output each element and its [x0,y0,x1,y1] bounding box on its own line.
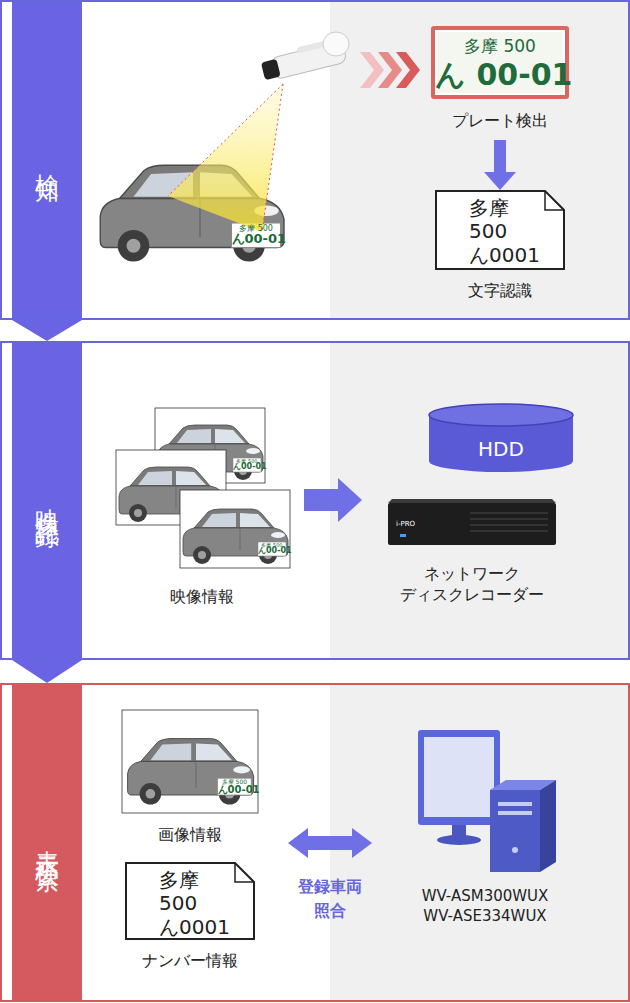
cylinder-top [429,404,573,426]
monitor [418,730,500,825]
plate-number: ん 00-01 [435,55,565,96]
document-fold [545,191,564,210]
view-edge [262,84,283,232]
step-band: 検知 [12,2,82,318]
step-label: 映像記録 [31,489,63,513]
drive-slot [498,802,532,806]
monitor-stand [452,825,466,837]
step-band: 映像記録 [12,343,82,658]
caption: ナンバー情報 [112,950,268,972]
recorder-box: ネットワーク ディスクレコーダー [362,478,582,606]
monitor-base [437,835,481,845]
car [100,165,284,261]
recorder-vent [470,512,548,514]
camera-hood [296,38,336,53]
step-section: 映像記録映像情報 HDD ネットワーク ディスクレコーダー [0,341,630,660]
caption: プレート検出 [420,110,580,132]
plate-region: 多摩 500 [435,35,565,58]
camera-view-cone [168,84,283,232]
view-edge [168,84,283,196]
pc-tower [490,790,540,872]
step-label: 検知 [31,154,63,166]
camera-lens [261,59,281,80]
hdd-label: HDD [428,437,574,461]
car [158,425,263,480]
network-disk-recorder [388,503,556,545]
video-frame [180,490,290,568]
car [183,509,288,564]
flow-arrow [484,140,516,190]
drive-slot [498,811,532,815]
connector-layer [12,140,516,858]
tower-side [540,780,556,872]
chevron [378,52,402,88]
document-text: 多摩 500 ん0001 [159,869,239,939]
video-stack: 映像情報 [100,400,304,608]
recorder-vent [470,524,548,526]
step-arrow [12,660,82,683]
document-shape: 多摩 500 ん0001 [125,862,255,940]
recorder-led [400,534,406,537]
monitor-screen [424,737,494,817]
chevron [360,52,384,88]
computer-box: WV-ASM300WUX WV-ASE334WUX [372,726,598,926]
image-frame [122,710,258,813]
step-section: 検知 多摩 500ん 00-01 プレート検出多摩 500 ん0001 文字認識 [0,0,630,320]
recorder-vent [470,518,548,520]
step-label: 表示検索 [31,831,63,855]
caption: 画像情報 [115,824,265,846]
car [119,467,224,522]
camera-mount [323,32,349,56]
gray-panel [330,343,628,658]
video-frame [155,408,265,483]
power-button [512,847,518,853]
document-box: 多摩 500 ん0001 ナンバー情報 [112,862,268,982]
tower-top [490,780,556,790]
flow-arrow [288,828,372,858]
step-band: 表示検索 [12,685,82,1000]
video-frame [116,450,226,525]
document-box: 多摩 500 ん0001 文字認識 [425,190,575,302]
camera [259,37,347,83]
document-fold [235,863,254,882]
hdd-cylinder: HDD [428,403,574,473]
document-shape: 多摩 500 ん0001 [435,190,565,270]
step-arrow [12,320,82,341]
gray-panel [330,685,628,1000]
caption: 映像情報 [112,586,292,608]
document-border [436,191,564,269]
document-border [126,863,254,939]
car [128,739,254,805]
flow-arrow [304,478,362,522]
caption: ネットワーク ディスクレコーダー [392,563,552,606]
recorder-top [388,499,556,503]
image-box: 画像情報 [92,708,288,846]
recorder-vent [470,530,548,532]
plate-detection: 多摩 500ん 00-01 プレート検出 [420,26,580,140]
license-plate: 多摩 500ん 00-01 [431,26,569,99]
document-text: 多摩 500 ん0001 [469,197,549,267]
chevron [396,52,420,88]
step-section: 表示検索 画像情報多摩 500 ん0001 ナンバー情報 WV-ASM300WUX W… [0,683,630,1002]
caption: 文字認識 [425,280,575,302]
camera-body [270,40,347,79]
caption: WV-ASM300WUX WV-ASE334WUX [410,886,560,927]
